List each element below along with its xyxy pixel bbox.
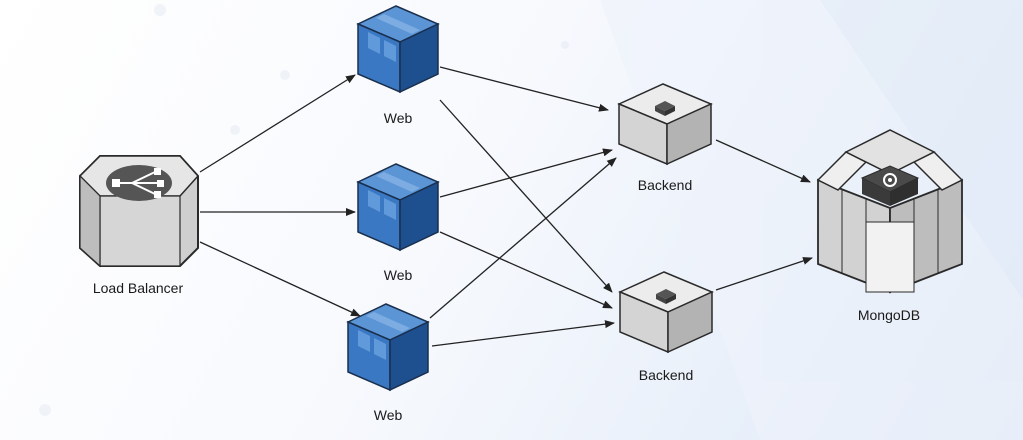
web-server-cube-icon [346,303,430,392]
edge-backend1-mongodb [715,139,811,183]
edge-backend2-mongodb [715,257,813,291]
edge-web2-backend2 [439,231,613,309]
web-1-label: Web [384,110,413,126]
node-backend-1[interactable]: Backend [617,83,713,193]
node-web-3[interactable]: Web [346,303,430,423]
web-server-cube-icon [356,163,440,252]
node-web-2[interactable]: Web [356,163,440,283]
edge-web1-backend2 [439,99,613,293]
edge-web3-backend2 [431,320,615,347]
edge-web2-backend1 [439,148,613,198]
backend-1-label: Backend [638,177,692,193]
web-server-cube-icon [356,5,440,94]
backend-server-cube-icon [618,271,714,354]
load-balancer-label: Load Balancer [93,280,184,296]
edge-lb-web3 [199,241,361,317]
edge-web3-backend1 [429,157,617,319]
backend-2-label: Backend [639,367,693,383]
web-3-label: Web [374,407,403,423]
edge-web1-backend1 [439,66,609,112]
connections [199,66,813,347]
database-box-icon [816,129,964,294]
node-backend-2[interactable]: Backend [618,271,714,383]
backend-server-cube-icon [617,83,713,166]
node-mongodb[interactable]: MongoDB [816,129,964,323]
edge-lb-web1 [199,74,356,173]
mongodb-label: MongoDB [858,307,920,323]
load-balancer-icon [78,155,200,268]
node-web-1[interactable]: Web [356,5,440,126]
web-2-label: Web [384,267,413,283]
node-load-balancer[interactable]: Load Balancer [78,155,200,296]
